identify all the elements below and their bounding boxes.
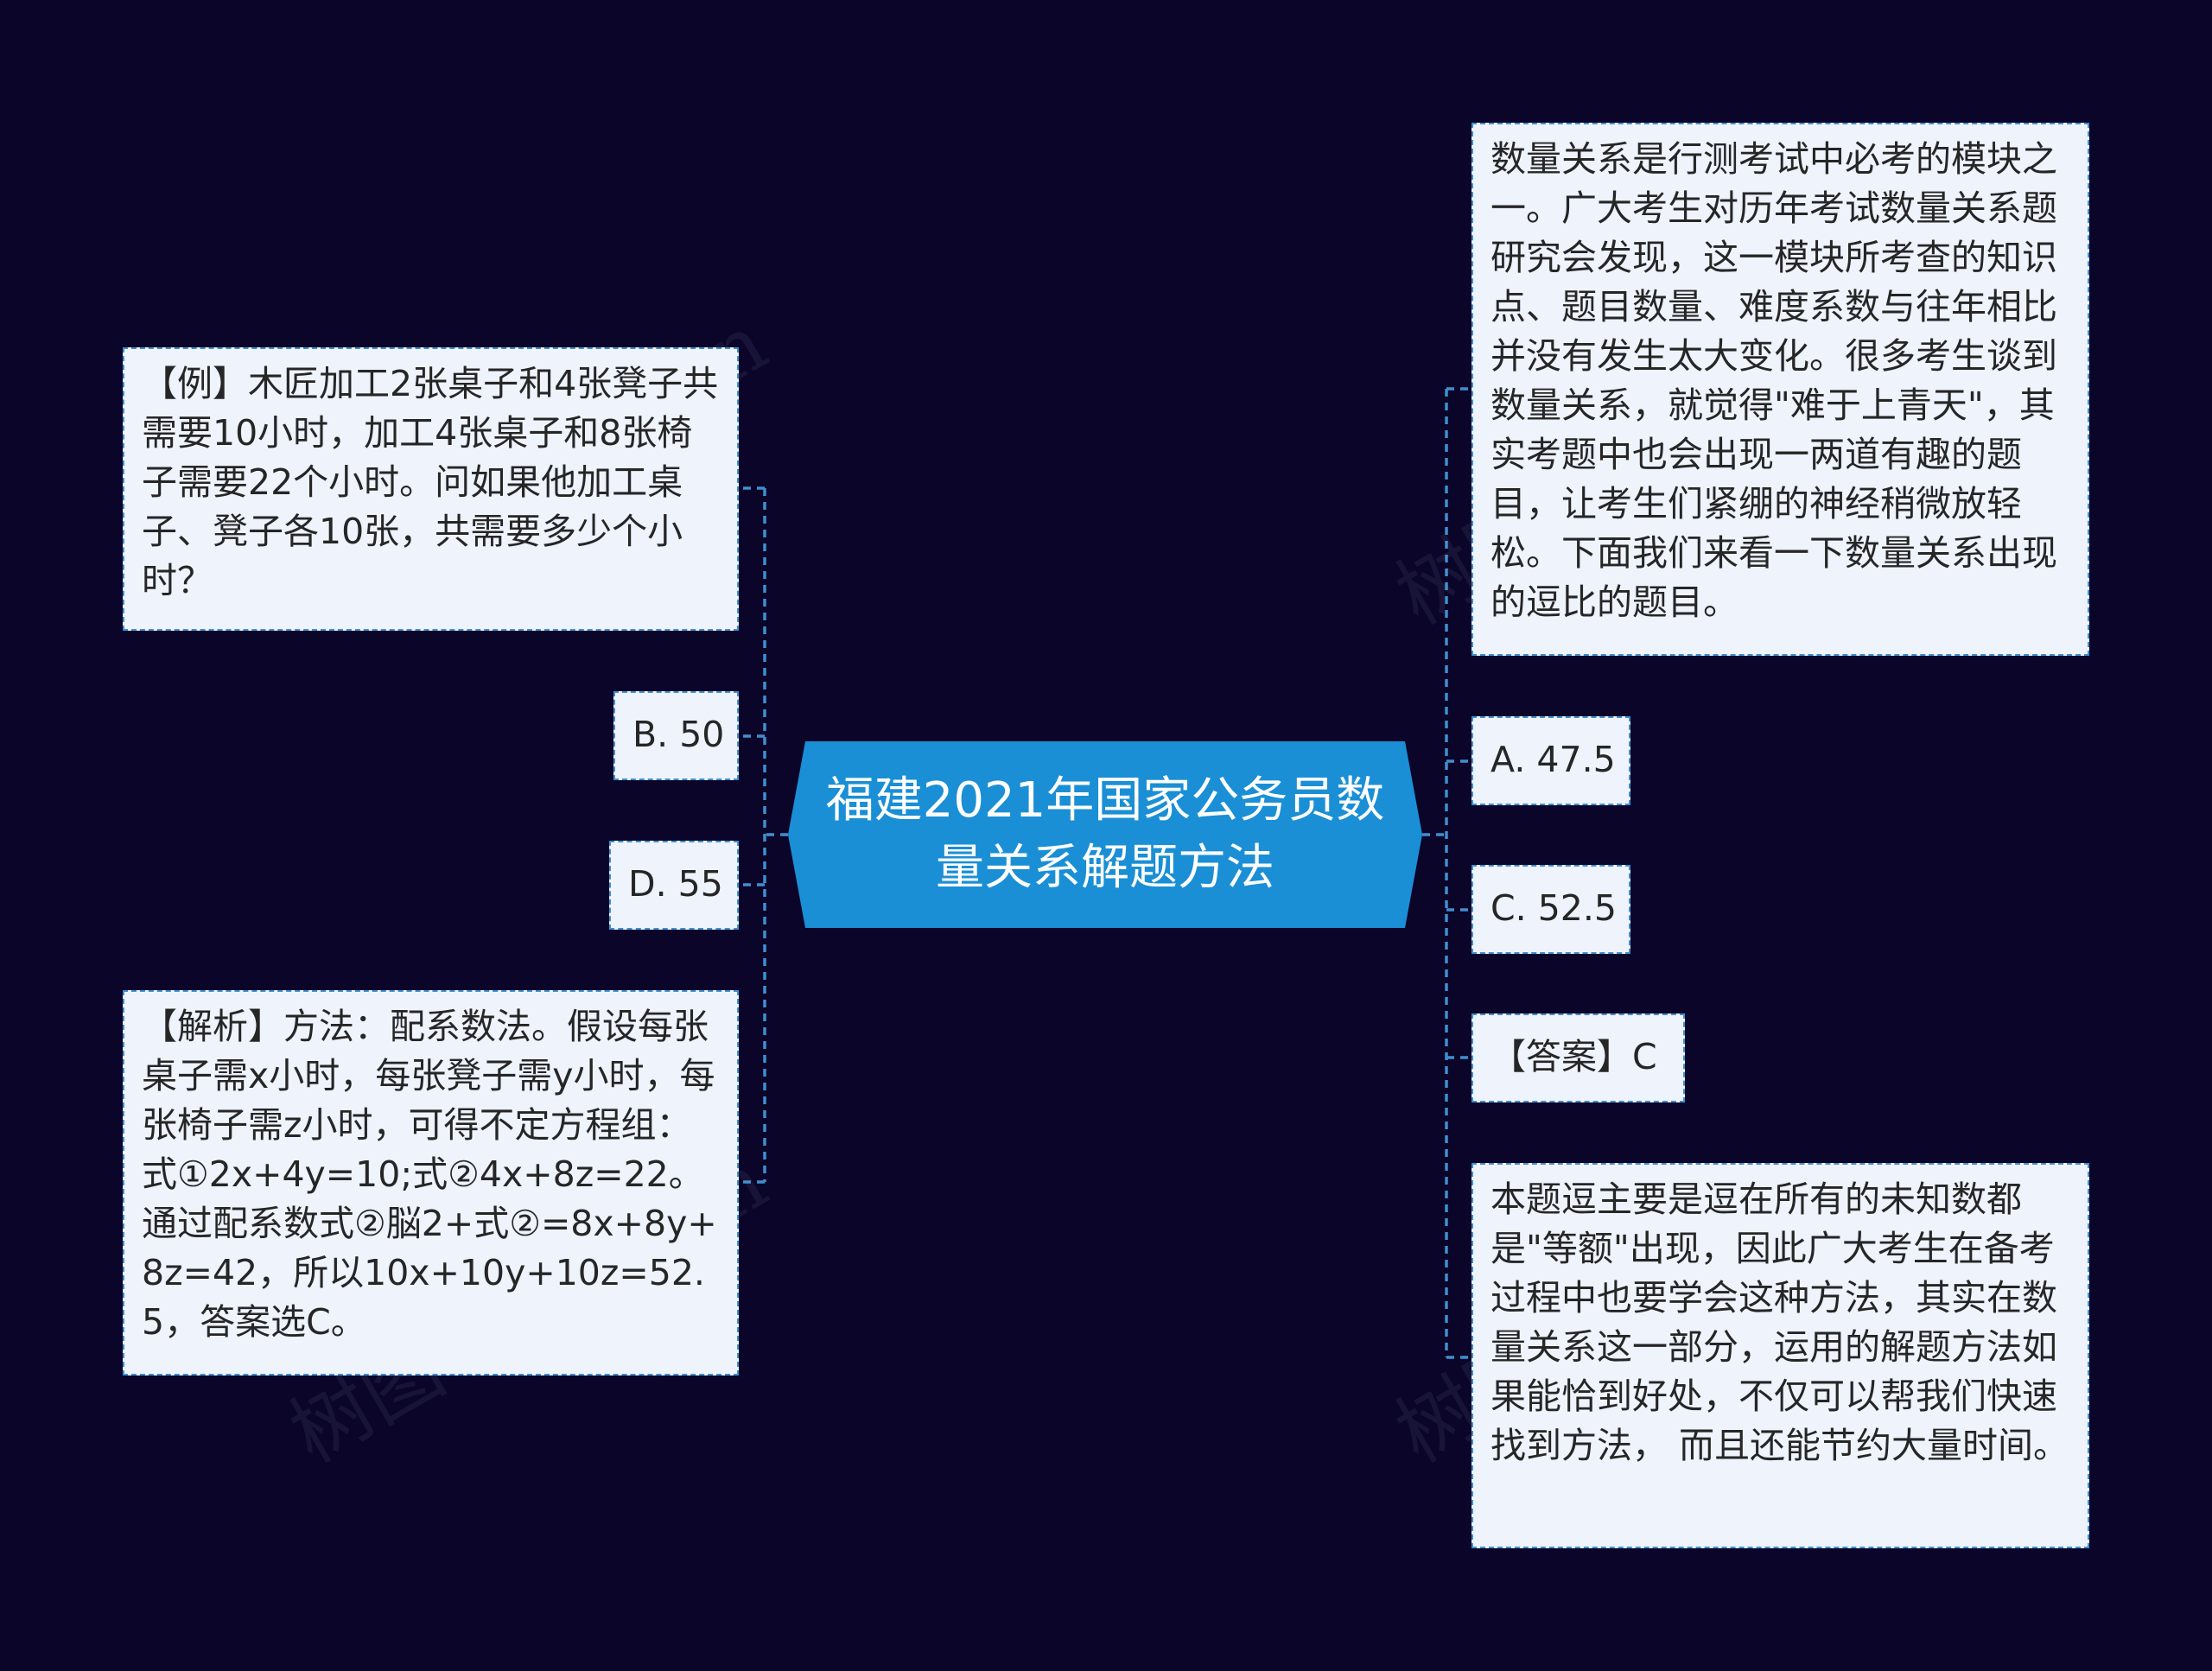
central-topic[interactable]: 福建2021年国家公务员数量关系解题方法 (788, 741, 1422, 928)
right-trunk-line (1422, 389, 1448, 1357)
example-question-node[interactable]: 【例】木匠加工2张桌子和4张凳子共需要10小时，加工4张桌子和8张椅子需要22个… (123, 347, 739, 631)
option-a-node[interactable]: A. 47.5 (1471, 716, 1630, 805)
intro-text: 数量关系是行测考试中必考的模块之一。广大考生对历年考试数量关系题研究会发现，这一… (1491, 138, 2057, 623)
summary-text: 本题逗主要是逗在所有的未知数都是"等额"出现，因此广大考生在备考过程中也要学会这… (1491, 1179, 2069, 1466)
analysis-node[interactable]: 【解析】方法：配系数法。假设每张桌子需x小时，每张凳子需y小时，每张椅子需z小时… (123, 990, 739, 1376)
option-b-text: B. 50 (632, 714, 725, 755)
central-topic-shape (788, 741, 1422, 928)
answer-node[interactable]: 【答案】C (1471, 1013, 1685, 1102)
option-d-node[interactable]: D. 55 (609, 841, 739, 930)
intro-node[interactable]: 数量关系是行测考试中必考的模块之一。广大考生对历年考试数量关系题研究会发现，这一… (1471, 123, 2089, 656)
option-d-text: D. 55 (628, 863, 723, 905)
analysis-text: 【解析】方法：配系数法。假设每张桌子需x小时，每张凳子需y小时，每张椅子需z小时… (142, 1006, 717, 1343)
option-c-node[interactable]: C. 52.5 (1471, 865, 1630, 954)
left-trunk-line (763, 488, 788, 1182)
central-topic-label: 福建2021年国家公务员数量关系解题方法 (825, 772, 1385, 896)
summary-node[interactable]: 本题逗主要是逗在所有的未知数都是"等额"出现，因此广大考生在备考过程中也要学会这… (1471, 1163, 2089, 1548)
option-b-node[interactable]: B. 50 (613, 691, 739, 780)
option-a-text: A. 47.5 (1491, 739, 1616, 780)
example-question-text: 【例】木匠加工2张桌子和4张凳子共需要10小时，加工4张桌子和8张椅子需要22个… (142, 363, 719, 601)
answer-text: 【答案】C (1491, 1036, 1657, 1077)
option-c-text: C. 52.5 (1491, 887, 1617, 929)
